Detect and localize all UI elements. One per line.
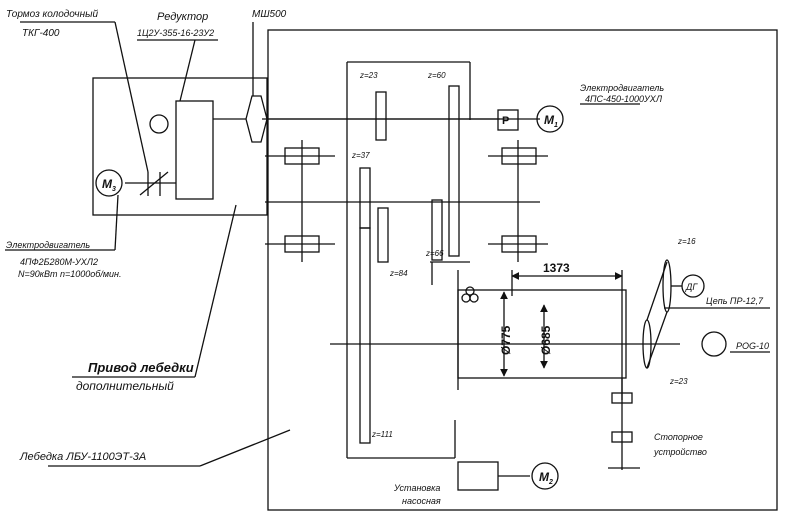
motor-m1 <box>536 105 564 133</box>
motor-m2 <box>531 462 559 490</box>
brake-cylinder-lower-right <box>488 235 548 253</box>
motor-aux-model: 4ПФ2Б280М-УХЛ2 <box>20 257 98 267</box>
brake-title: Тормоз колодочный <box>6 9 98 20</box>
brake-model: ТКГ-400 <box>22 28 60 39</box>
winch-label: Лебедка ЛБУ-1100ЭТ-3А <box>19 451 146 463</box>
reducer-model: 1Ц2У-355-16-23У2 <box>137 28 214 38</box>
m1-label: М1 <box>544 113 558 129</box>
gear-z16-label: z=16 <box>677 237 696 246</box>
gear-z84 <box>377 207 389 263</box>
gear-z37-label: z=37 <box>351 151 370 160</box>
p-label: Р <box>502 115 509 127</box>
aux-drive-frame <box>92 77 268 216</box>
gear-z60 <box>448 85 460 257</box>
gear-z111-label: z=111 <box>371 430 393 439</box>
m2-label: М2 <box>539 470 553 486</box>
gear-z66-label: z=66 <box>425 249 444 258</box>
sprocket-z16 <box>662 259 672 313</box>
gear-z23 <box>375 91 387 141</box>
gear-z23-bottom: z=23 <box>669 377 688 386</box>
gear-z37 <box>359 167 371 229</box>
brake-cylinder-lower-left <box>265 235 335 253</box>
motor-main-model: 4ПС-450-1000УХЛ <box>585 94 663 104</box>
chain-label: Цепь ПР-12,7 <box>706 296 764 306</box>
gear-z60-label: z=60 <box>427 71 446 80</box>
motor-aux-params: N=90кВт n=1000об/мин. <box>18 269 122 279</box>
dim-length: 1373 <box>543 261 570 275</box>
main-frame <box>267 29 778 511</box>
drive-label-1: Привод лебедки <box>88 360 194 375</box>
dim-diam-outer: Ø775 <box>499 325 513 355</box>
brake-drum <box>149 114 169 134</box>
dim-diam-inner: Ø685 <box>539 325 553 355</box>
reducer-title: Редуктор <box>157 11 208 23</box>
brake-cylinder-upper-left <box>265 147 335 165</box>
coupling-label: МШ500 <box>252 9 287 20</box>
drive-label-2: дополнительный <box>76 379 174 393</box>
gear-z84-label: z=84 <box>389 269 408 278</box>
rog-label: РОG-10 <box>736 341 769 351</box>
gear-z66 <box>431 199 443 261</box>
motor-main-title: Электродвигатель <box>580 83 664 93</box>
motor-aux-title: Электродвигатель <box>6 240 90 250</box>
encoder-rog10 <box>701 331 727 357</box>
tacho-box <box>497 109 519 131</box>
motor-m3 <box>95 169 123 197</box>
m3-label: М3 <box>102 177 116 193</box>
pump-unit <box>457 461 499 491</box>
pump-label-1: Установка <box>393 483 440 493</box>
stopper-label-2: устройство <box>653 447 707 457</box>
dg-label: ДГ <box>685 282 698 292</box>
gear-z111 <box>359 227 371 444</box>
brake-cylinder-upper-right <box>488 147 548 165</box>
stopper-label-1: Стопорное <box>654 432 703 442</box>
pump-label-2: насосная <box>402 496 441 506</box>
reducer-body <box>175 100 214 200</box>
gear-z23-top: z=23 <box>359 71 378 80</box>
